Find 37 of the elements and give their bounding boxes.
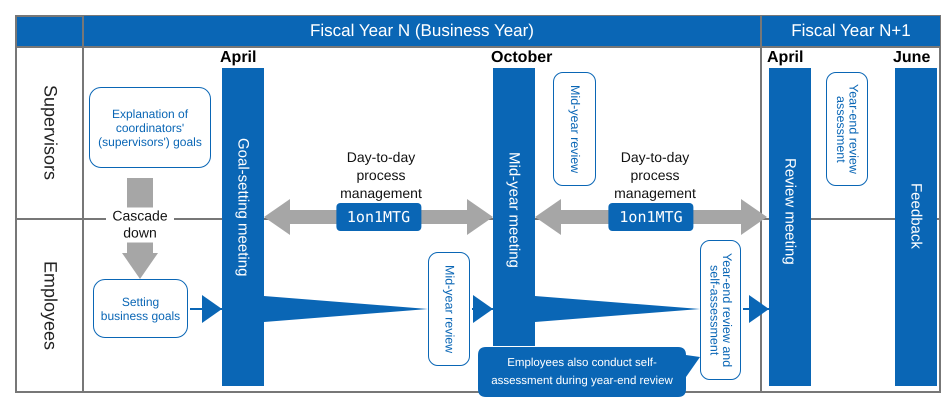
edge-label: 1on1MTG <box>608 203 694 231</box>
process-box <box>700 240 741 380</box>
bar-text: Goal-setting meeting <box>234 138 252 276</box>
callout-bubble <box>478 347 702 397</box>
box-text: Mid-year review <box>442 264 456 354</box>
header-text: Fiscal Year N (Business Year) <box>310 21 534 41</box>
header-text: Fiscal Year N+1 <box>791 21 911 41</box>
annotation-text: Day-to-day process management <box>339 148 423 203</box>
header-band <box>762 16 940 46</box>
box-text: Year-end review and self-assessment <box>708 252 733 370</box>
process-box <box>428 252 470 366</box>
edge-label: 1on1MTG <box>336 203 422 231</box>
cascade-arrow <box>122 178 158 279</box>
annotation-text: Day-to-day process management <box>613 148 697 203</box>
process-box <box>89 87 211 168</box>
flow-arrow <box>535 296 700 322</box>
bar-text: Mid-year meeting <box>506 152 522 268</box>
box-text: Mid-year review <box>568 84 581 174</box>
month-heading: April <box>767 49 804 67</box>
month-heading: April <box>220 49 256 67</box>
callout-text: Employees also conduct self-assessment during year-end review <box>490 356 674 389</box>
header-band <box>84 16 760 46</box>
flow-arrow <box>472 295 493 323</box>
process-box <box>553 72 596 186</box>
box-text: Year-end review assessment <box>834 83 860 176</box>
box-text: Setting business goals <box>100 294 182 322</box>
process-box <box>826 72 868 186</box>
flow-arrow <box>743 295 769 323</box>
lane-text: Supervisors <box>40 85 60 181</box>
lane-text: Employees <box>40 261 60 351</box>
bar-text: Feedback <box>908 183 924 249</box>
bar-text: Review meeting <box>782 158 798 265</box>
edge-label: Cascade down <box>106 207 174 242</box>
process-box <box>93 279 188 338</box>
flow-arrow <box>190 295 222 323</box>
flow-arrow <box>264 296 428 322</box>
box-text: Explanation of coordinators' (supervisors') goals <box>97 106 203 148</box>
